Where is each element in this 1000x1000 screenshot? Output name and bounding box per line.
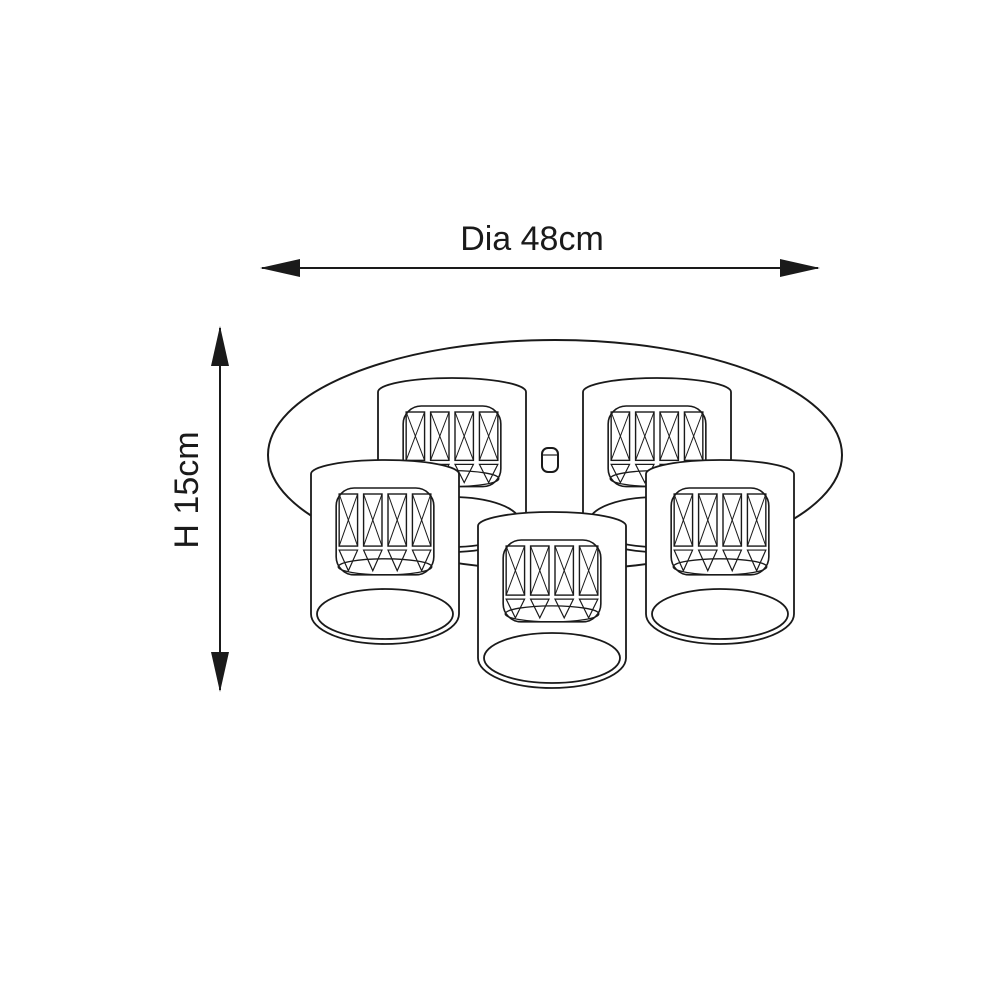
crystal-drop [722, 549, 743, 573]
crystal-facet-line [411, 493, 432, 547]
crystal-drop [478, 463, 499, 484]
crystal-drop [610, 463, 631, 484]
crystal-facet [529, 545, 550, 596]
crystal-facet [659, 411, 680, 462]
width-arrow-right [780, 259, 820, 277]
crystal-facet-line [722, 493, 742, 547]
crystal-facet [578, 545, 599, 596]
height-dimension: H 15cm [168, 326, 229, 692]
glass-opening [651, 588, 789, 640]
center-fixing-screw [541, 447, 559, 473]
shade-right [645, 459, 795, 645]
crystal-facet [746, 493, 767, 547]
crystal-drop [362, 549, 383, 573]
crystal-band-rim [337, 558, 433, 576]
crystal-facet [505, 545, 526, 596]
crystal-facet [429, 411, 450, 462]
crystal-drop [387, 549, 408, 573]
glass-opening [316, 588, 454, 640]
width-dimension: Dia 48cm [260, 220, 820, 277]
crystal-facet [411, 493, 432, 547]
glass-opening [483, 632, 621, 684]
crystal-drop [554, 598, 575, 620]
shade-left [310, 459, 460, 645]
crystal-band [502, 539, 602, 623]
crystal-facet [554, 545, 575, 596]
shades-layer [310, 377, 795, 689]
shade-front [477, 511, 627, 689]
width-arrow-left [260, 259, 300, 277]
crystal-facet-line [530, 545, 550, 596]
crystal-drop [697, 549, 718, 573]
crystal-facet-line [478, 411, 499, 461]
crystal-facet [673, 493, 694, 547]
crystal-facet-line [554, 545, 574, 596]
height-label: H 15cm [168, 431, 206, 548]
crystal-facet-line [578, 545, 599, 596]
crystal-drop [529, 598, 550, 620]
crystal-facet-line [338, 493, 359, 547]
crystal-band-rim [672, 558, 768, 576]
height-arrow-bottom [211, 652, 229, 692]
crystal-facet-line [430, 411, 450, 461]
crystal-facet-line [673, 493, 694, 547]
crystal-facet [387, 493, 408, 547]
crystal-facet-line [746, 493, 767, 547]
crystal-band-rim [504, 605, 600, 623]
width-label: Dia 48cm [460, 220, 604, 258]
crystal-facet [722, 493, 743, 547]
crystal-facet-line [635, 411, 655, 461]
crystal-facet [362, 493, 383, 547]
crystal-facet [634, 411, 655, 462]
height-arrow-top [211, 326, 229, 366]
crystal-facet [454, 411, 475, 462]
crystal-facet-line [698, 493, 718, 547]
crystal-facet-line [683, 411, 704, 461]
crystal-facet [610, 411, 631, 462]
crystal-facet-line [363, 493, 383, 547]
crystal-facet [478, 411, 499, 462]
crystal-facet-line [505, 545, 526, 596]
crystal-facet-line [454, 411, 474, 461]
crystal-facet-line [387, 493, 407, 547]
crystal-facet [697, 493, 718, 547]
crystal-facet [338, 493, 359, 547]
crystal-facet-line [610, 411, 631, 461]
crystal-facet-line [659, 411, 679, 461]
crystal-facet-line [405, 411, 426, 461]
